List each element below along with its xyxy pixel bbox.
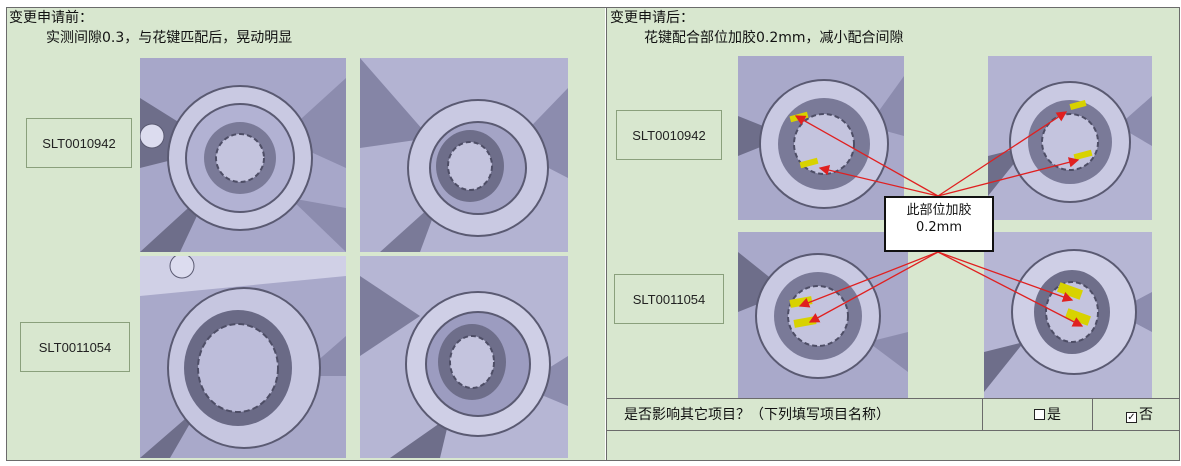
after-title: 变更申请后： [610,10,694,26]
before-image-a-front [140,58,346,252]
option-no[interactable]: ✓否 [1126,404,1153,424]
left-border [6,7,7,461]
glue-callout: 此部位加胶 0.2mm [884,196,994,252]
after-image-a-back [988,56,1152,220]
before-image-b-front [140,256,346,458]
before-image-a-back [360,58,568,252]
impact-question: 是否影响其它项目？（下列填写项目名称） [624,407,890,423]
before-part-label-b: SLT0011054 [20,322,130,372]
after-part-label-b: SLT0011054 [614,274,724,324]
before-description: 实测间隙0.3，与花键匹配后，晃动明显 [46,30,293,46]
after-part-label-a: SLT0010942 [616,110,722,160]
impact-row-blank [607,431,1180,460]
right-border [1179,7,1180,461]
after-description: 花键配合部位加胶0.2mm，减小配合间隙 [644,30,904,46]
footer-divider-2 [1092,398,1093,431]
bottom-border [6,460,1180,461]
callout-line-2: 0.2mm [915,220,962,235]
before-title: 变更申请前： [9,10,93,26]
option-no-label: 否 [1139,407,1153,423]
no-checkbox[interactable]: ✓ [1126,412,1137,423]
center-divider [606,7,607,461]
option-yes-label: 是 [1047,407,1061,423]
yes-checkbox[interactable] [1034,409,1045,420]
before-image-b-back [360,256,568,458]
footer-mid-line [606,430,1180,431]
callout-line-1: 此部位加胶 [906,203,972,218]
option-yes[interactable]: 是 [1034,404,1061,424]
after-image-b-back [984,232,1152,398]
before-part-label-a: SLT0010942 [26,118,132,168]
top-border [6,7,1180,8]
footer-divider-1 [982,398,983,431]
footer-top-line [606,398,1180,399]
impact-row [607,398,1180,430]
